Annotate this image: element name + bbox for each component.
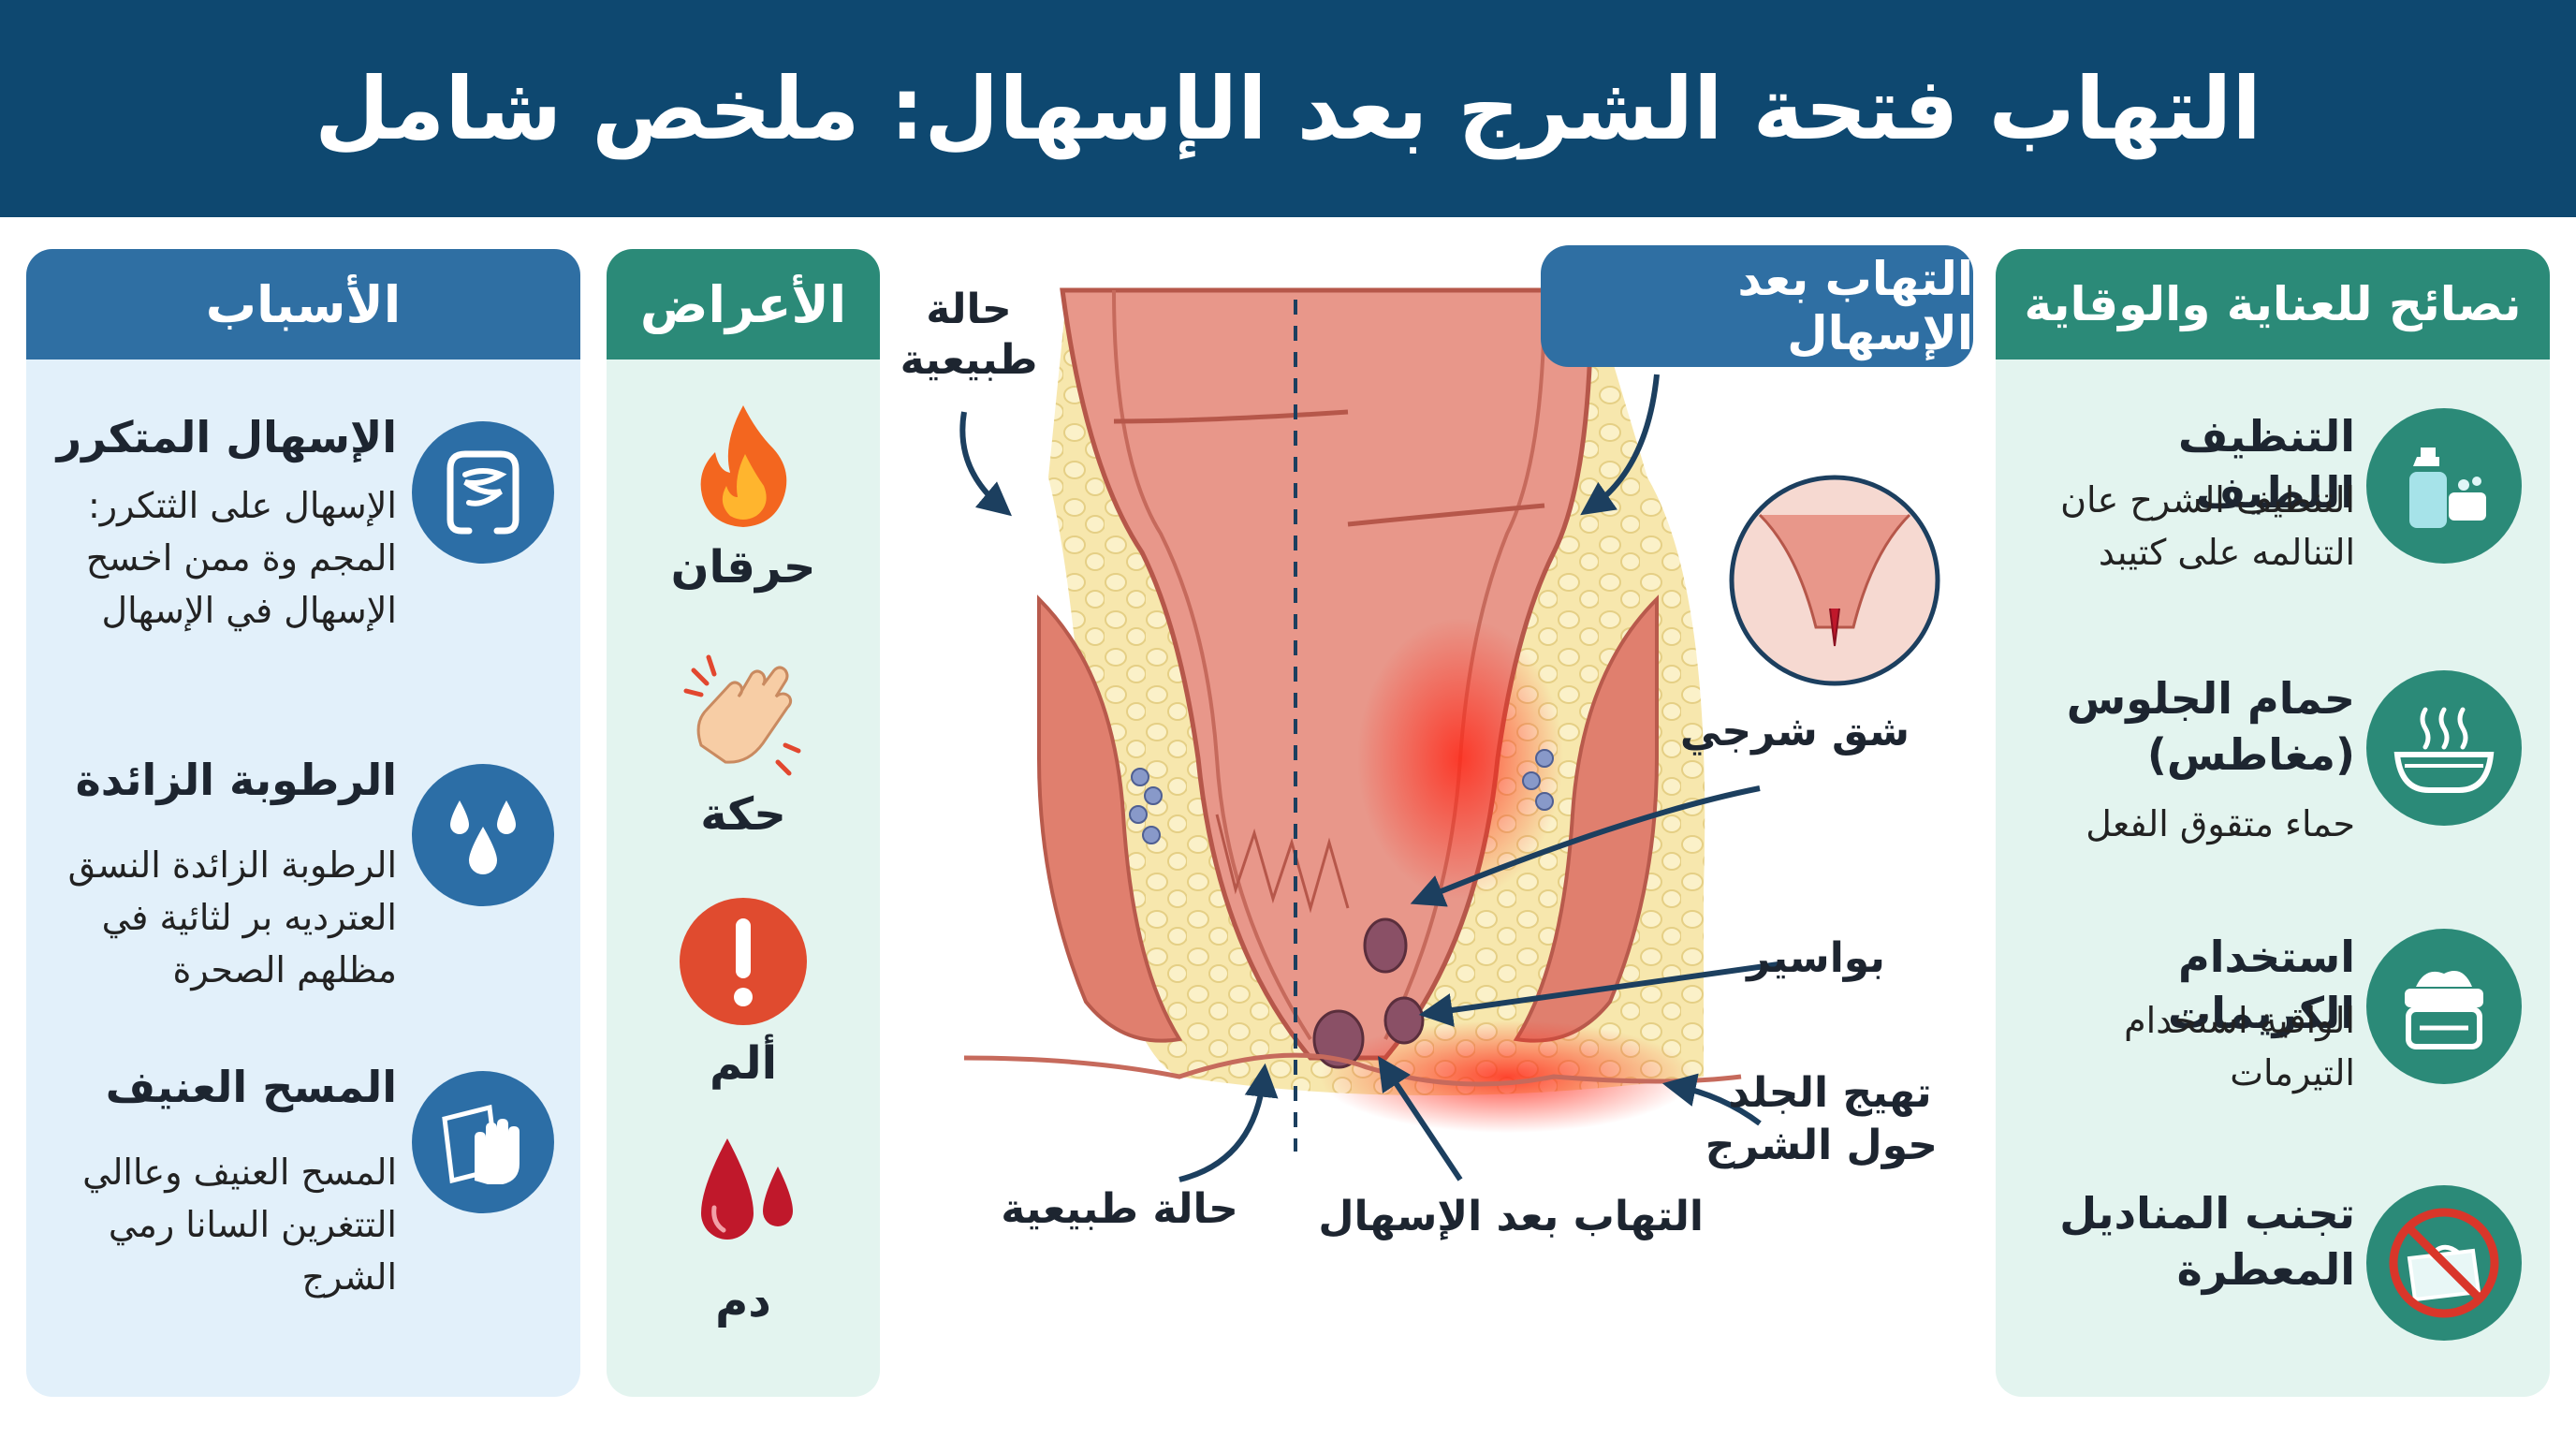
- symptom-label: ألم: [709, 1037, 778, 1090]
- causes-heading: الأسباب: [26, 249, 580, 360]
- header-bar: التهاب فتحة الشرج بعد الإسهال: ملخص شامل: [0, 0, 2576, 217]
- symptoms-heading: الأعراض: [607, 249, 880, 360]
- cause-desc-line: التتغرين السانا رمي: [108, 1204, 397, 1245]
- cause-item-frequent-diarrhea: الإسهال المتكرر الإسهال على الثتكرر: الم…: [26, 412, 580, 749]
- cause-description: المسح العنيف وعاالي التتغرين السانا رمي …: [41, 1146, 397, 1303]
- tip-desc-line: التيرمات: [2230, 1052, 2355, 1093]
- fissure-label: شق شرجي: [1679, 708, 1910, 756]
- tip-desc-line: التنظيف الشرح عان: [2060, 479, 2355, 521]
- hemorrhoid-nodules: [1312, 917, 1425, 1069]
- skin-irritation-glow: [1320, 1020, 1694, 1133]
- cause-desc-line: المسح العنيف وعاالي: [82, 1152, 397, 1193]
- skin-irritation-label: تهيج الجلد حول الشرج: [1705, 1067, 1938, 1172]
- warm-bath-icon: [2366, 670, 2522, 826]
- blood-drops-icon: [607, 1129, 880, 1269]
- cause-title: المسح العنيف: [105, 1062, 397, 1112]
- care-tips-panel: نصائح للعناية والوقاية التنظيف اللطيف ال…: [1996, 249, 2550, 1397]
- cause-item-harsh-wiping: المسح العنيف المسح العنيف وعاالي التتغري…: [26, 1062, 580, 1397]
- cause-item-excess-moisture: الرطوبة الزائدة الرطوبة الزائدة النسق ال…: [26, 755, 580, 1092]
- tip-desc-line: حماء متقوق الفعل: [2086, 803, 2355, 844]
- no-wipes-icon: [2366, 1185, 2522, 1341]
- symptom-label: دم: [715, 1275, 771, 1328]
- cause-desc-line: مظلهم الصحرة: [172, 949, 398, 990]
- tip-sitz-bath: حمام الجلوس (مغاطس) حماء متقوق الفعل: [1996, 670, 2550, 914]
- tip-title: تجنب المناديل المعطرة: [2059, 1188, 2355, 1295]
- flame-icon: [607, 395, 880, 536]
- symptom-itching: حكة: [607, 642, 880, 841]
- tip-title: حمام الجلوس (مغاطس): [2066, 673, 2355, 780]
- normal-top-line: حالة: [926, 286, 1012, 333]
- tip-desc-line: الواقية استخدام: [2124, 1000, 2355, 1041]
- water-drops-icon: [412, 764, 554, 906]
- symptoms-panel: الأعراض حرقان حكة ألم: [607, 249, 880, 1397]
- inflamed-bottom-label: التهاب بعد الإسهال: [1318, 1193, 1704, 1240]
- hemorrhoids-label: بواسير: [1747, 934, 1885, 982]
- cause-desc-line: الإسهال على الثتكرر:: [87, 485, 397, 526]
- symptom-label: حرقان: [670, 541, 816, 594]
- tip-description: الواقية استخدام التيرمات: [2018, 994, 2355, 1099]
- normal-top-label: حالة طبيعية: [899, 285, 1039, 386]
- tip-gentle-cleaning: التنظيف اللطيف التنظيف الشرح عان التنالم…: [1996, 408, 2550, 652]
- causes-panel: الأسباب الإسهال المتكرر الإسهال على الثت…: [26, 249, 580, 1397]
- symptom-label: حكة: [700, 788, 786, 841]
- cream-jar-icon: [2366, 929, 2522, 1084]
- normal-top-line: طبيعية: [900, 336, 1038, 384]
- cause-title: الرطوبة الزائدة: [75, 755, 397, 805]
- hand-wipe-icon: [412, 1071, 554, 1213]
- inflamed-tag: التهاب بعد الإسهال: [1541, 245, 1973, 367]
- tip-protective-creams: استخدام الكريمات الواقية استخدام التيرما…: [1996, 929, 2550, 1172]
- tip-title: استخدام الكريمات: [2167, 932, 2355, 1038]
- cause-desc-line: الشرج: [301, 1256, 397, 1298]
- cause-desc-line: المجم وة ممن اخسح: [85, 537, 397, 579]
- normal-bottom-label: حالة طبيعية: [1001, 1185, 1238, 1233]
- cause-description: الإسهال على الثتكرر: المجم وة ممن اخسح ا…: [41, 479, 397, 637]
- symptom-burning: حرقان: [607, 395, 880, 594]
- cause-desc-line: الإسهال في الإسهال: [101, 590, 397, 631]
- left-sphincter-muscle: [1037, 594, 1183, 1043]
- intestine-icon: [412, 421, 554, 564]
- tip-description: التنظيف الشرح عان التنالمه على كتيبد: [2018, 474, 2355, 579]
- anatomy-diagram: حالة طبيعية التهاب بعد الإسهال شق شرجي ب…: [899, 234, 1984, 1423]
- inflammation-glow: [1357, 618, 1563, 899]
- alert-icon: [607, 891, 880, 1032]
- tip-avoid-scented-wipes: تجنب المناديل المعطرة: [1996, 1185, 2550, 1397]
- cause-desc-line: العترديه بر لثائية في: [101, 897, 397, 938]
- care-heading: نصائح للعناية والوقاية: [1996, 249, 2550, 360]
- symptom-pain: ألم: [607, 891, 880, 1090]
- symptom-bleeding: دم: [607, 1129, 880, 1328]
- itching-hand-icon: [607, 642, 880, 783]
- page-title: التهاب فتحة الشرج بعد الإسهال: ملخص شامل: [315, 58, 2261, 159]
- cause-desc-line: الرطوبة الزائدة النسق: [67, 844, 397, 886]
- tip-title: التنظيف اللطيف: [2178, 411, 2355, 518]
- anatomy-illustration: [959, 287, 1940, 1182]
- cause-description: الرطوبة الزائدة النسق العترديه بر لثائية…: [41, 839, 397, 996]
- soap-bottle-icon: [2366, 408, 2522, 564]
- tip-description: حماء متقوق الفعل: [2018, 798, 2355, 850]
- tip-desc-line: التنالمه على كتيبد: [2098, 532, 2355, 573]
- skin-irritation-line: تهيج الجلد: [1728, 1069, 1932, 1117]
- cause-title: الإسهال المتكرر: [56, 412, 397, 462]
- skin-irritation-line: حول الشرج: [1705, 1122, 1938, 1169]
